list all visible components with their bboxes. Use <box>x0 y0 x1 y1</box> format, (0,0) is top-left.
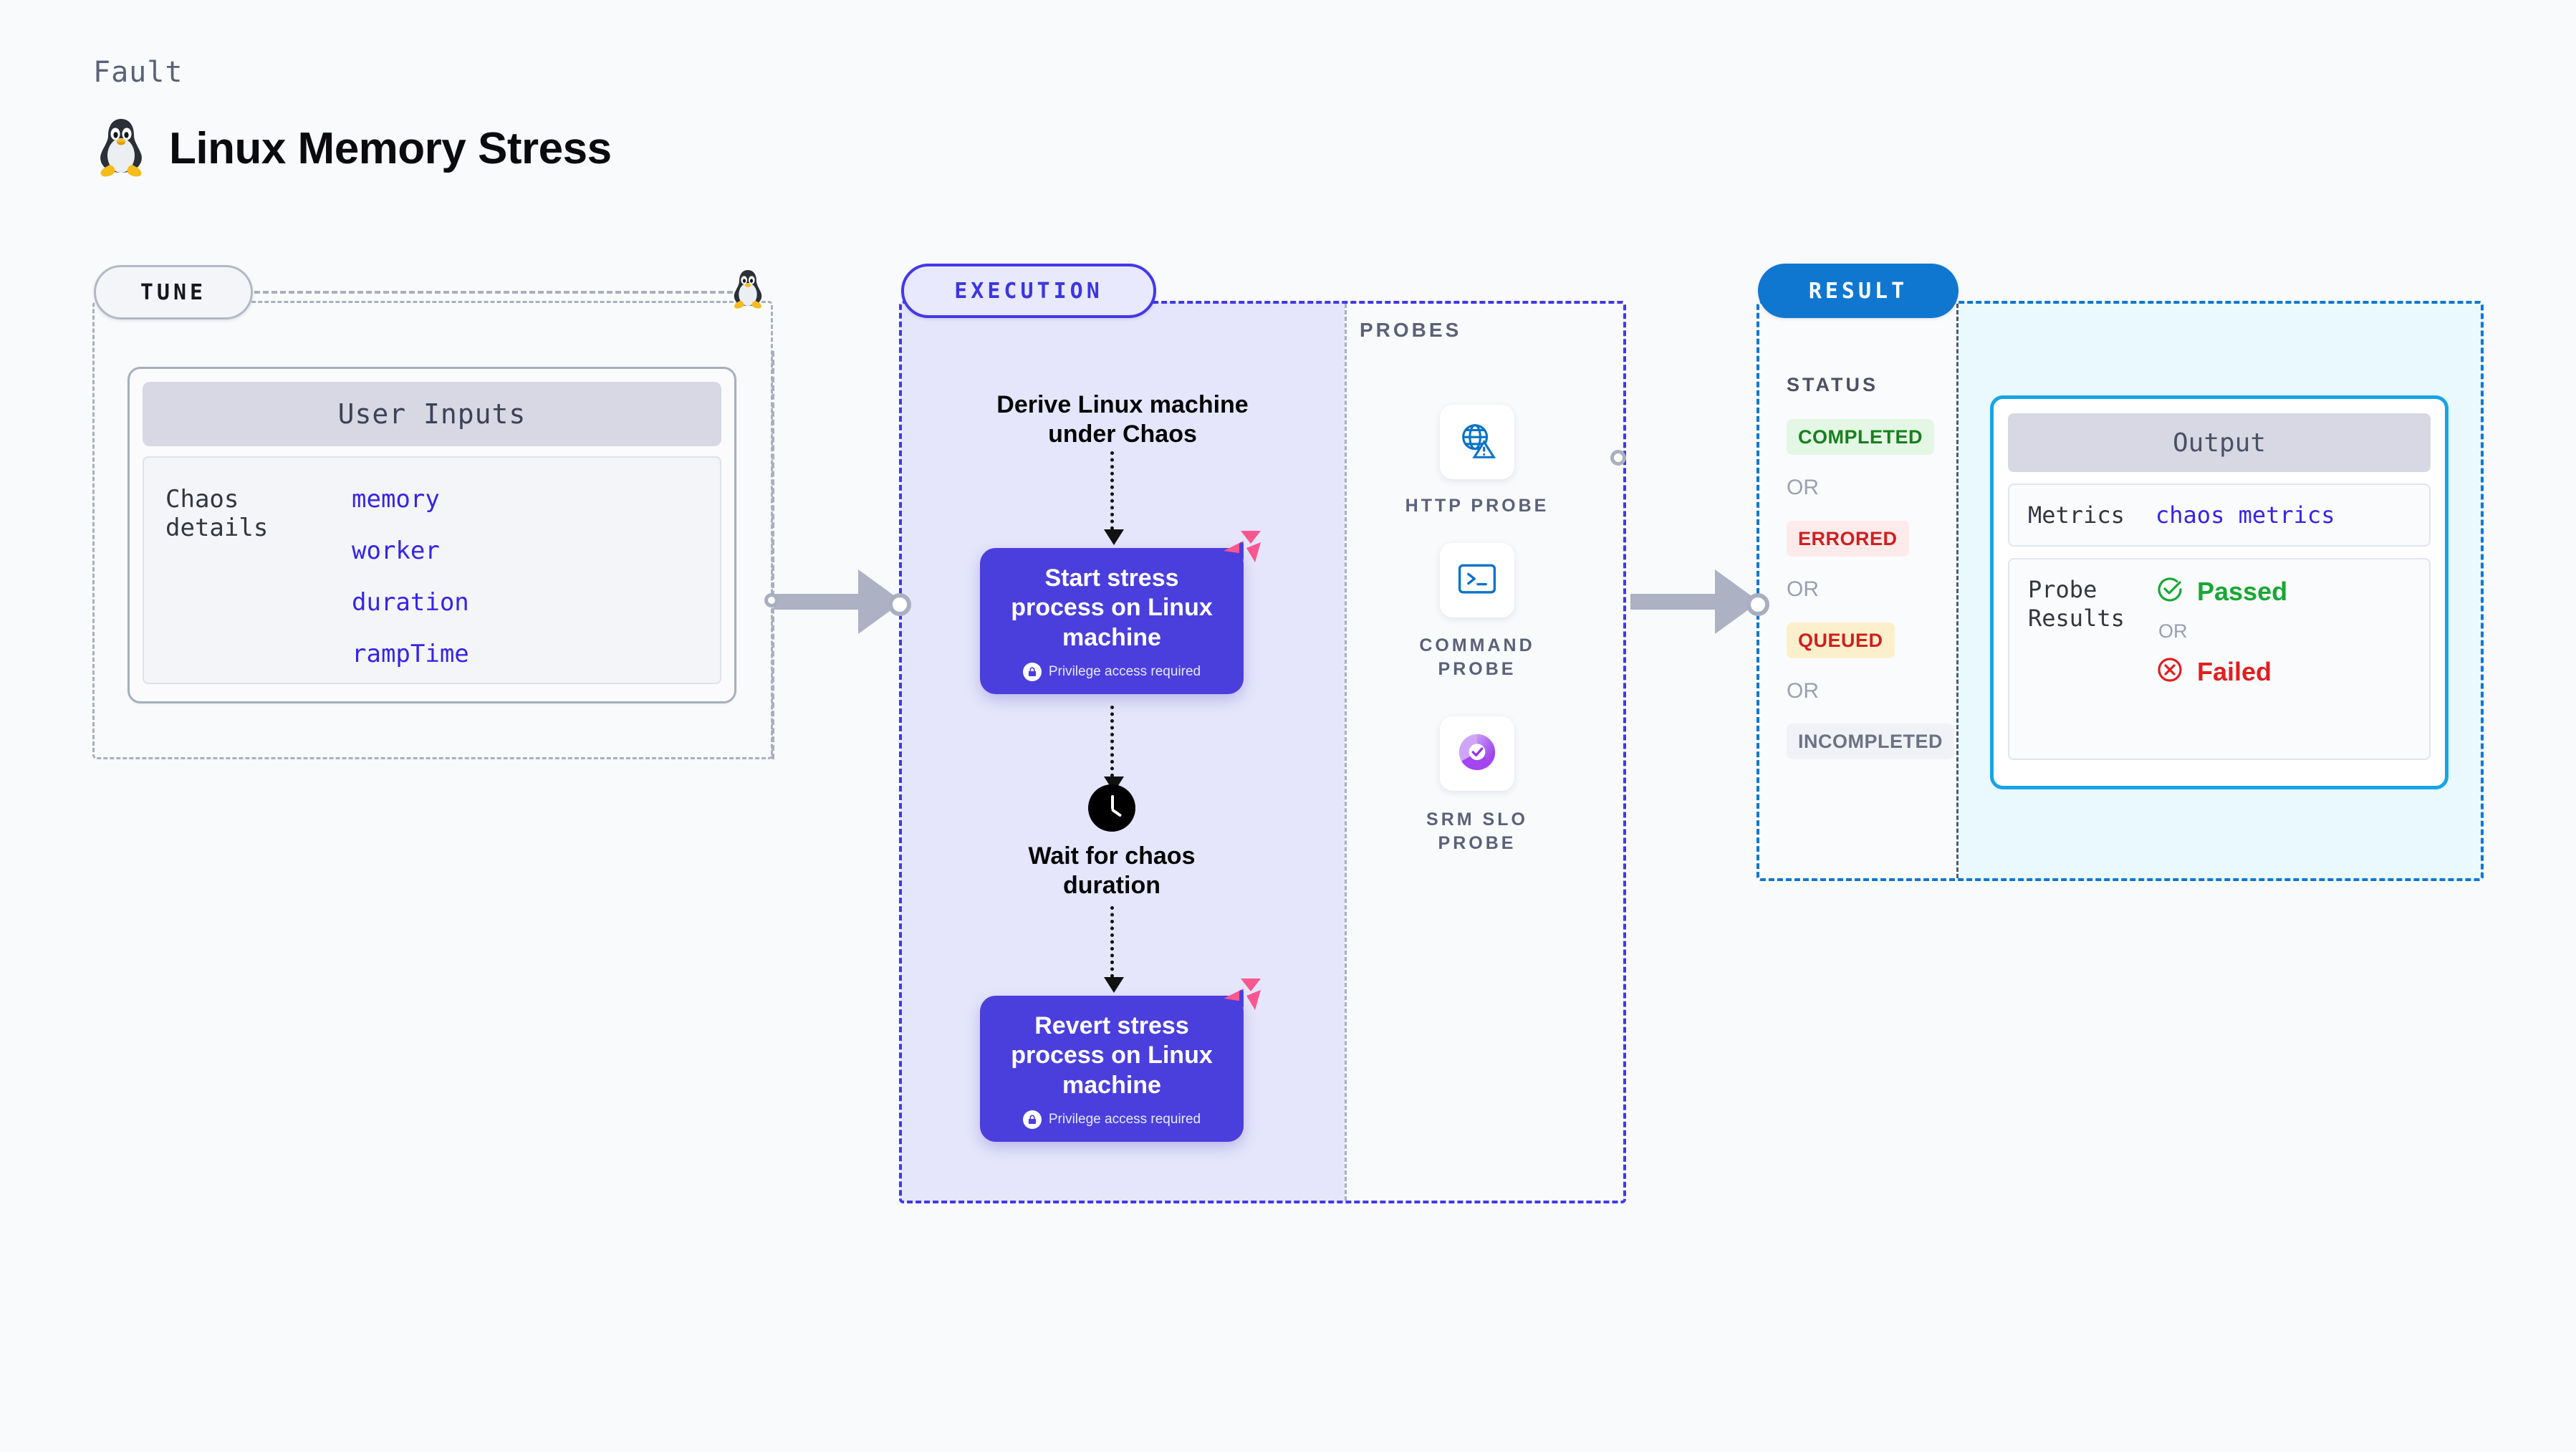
result-divider <box>1956 304 1959 878</box>
status-or-1: OR <box>1787 476 1819 499</box>
tune-pill[interactable]: TUNE <box>94 265 253 319</box>
port-tune-in <box>764 593 779 607</box>
metrics-key: Metrics <box>2028 501 2125 529</box>
execution-arrow-1 <box>1104 451 1124 545</box>
status-badge-errored: ERRORED <box>1787 521 1909 557</box>
result-status-panel-bg <box>1758 302 1956 880</box>
probe-results-values: Passed OR Failed <box>2156 575 2287 688</box>
port-probes-out <box>1610 450 1626 466</box>
probe-label-command: COMMAND PROBE <box>1419 635 1535 679</box>
fault-title-row: Linux Memory Stress <box>93 115 612 183</box>
execution-arrow-2 <box>1104 706 1124 792</box>
terminal-prompt-icon <box>1456 559 1499 602</box>
linux-tux-icon <box>93 115 149 183</box>
probe-card-http[interactable] <box>1440 405 1514 479</box>
user-inputs-card: User Inputs Chaos details memory worker … <box>128 367 736 703</box>
probe-card-command[interactable] <box>1440 543 1514 617</box>
status-badge-incompleted: INCOMPLETED <box>1787 723 1955 759</box>
harness-fault-icon <box>1219 527 1264 574</box>
lock-icon <box>1022 663 1042 682</box>
result-zone <box>1756 301 2484 881</box>
step-start-stress-badge: Privilege access required <box>994 663 1229 682</box>
clock-icon <box>1088 784 1135 832</box>
input-memory[interactable]: memory <box>352 485 440 514</box>
step-start-stress-badge-text: Privilege access required <box>1048 664 1201 680</box>
globe-warning-icon <box>1455 418 1499 466</box>
status-badge-queued: QUEUED <box>1787 622 1895 658</box>
linux-tux-icon-small <box>729 266 766 314</box>
probe-result-passed: Passed <box>2156 575 2287 607</box>
chaos-details-key: Chaos details <box>165 485 269 542</box>
lock-icon <box>1022 1110 1042 1130</box>
probe-result-passed-label: Passed <box>2197 576 2288 606</box>
chaos-details-values: memory worker duration rampTime <box>352 485 469 683</box>
input-ramptime[interactable]: rampTime <box>352 640 469 668</box>
status-badge-completed: COMPLETED <box>1787 419 1935 455</box>
port-tune-out <box>888 593 911 616</box>
port-result-in <box>1746 593 1769 616</box>
probes-section-label: PROBES <box>1360 319 1462 341</box>
status-or-2: OR <box>1787 577 1819 601</box>
execution-arrow-3 <box>1104 906 1124 993</box>
harness-fault-icon <box>1219 974 1264 1022</box>
probe-label-http: HTTP PROBE <box>1405 496 1549 516</box>
metrics-value[interactable]: chaos metrics <box>2156 501 2335 529</box>
probes-divider <box>1345 304 1347 1201</box>
user-inputs-header: User Inputs <box>143 382 721 446</box>
arrow-tune-to-execution <box>774 569 903 634</box>
output-row-metrics: Metrics chaos metrics <box>2008 484 2431 547</box>
tune-dashed-downline <box>772 351 774 759</box>
probe-card-srm-slo[interactable] <box>1440 716 1514 791</box>
fault-eyebrow-label: Fault <box>93 56 183 89</box>
check-circle-icon <box>2156 575 2184 607</box>
step-revert-stress-badge: Privilege access required <box>994 1110 1229 1130</box>
output-header: Output <box>2008 413 2431 472</box>
x-circle-icon <box>2156 655 2184 688</box>
slo-donut-check-icon <box>1455 730 1499 778</box>
status-section-label: STATUS <box>1787 374 1878 395</box>
page-title: Linux Memory Stress <box>169 124 612 173</box>
step-revert-stress-badge-text: Privilege access required <box>1048 1112 1201 1128</box>
execution-zone <box>899 301 1626 1203</box>
probe-label-srm-slo: SRM SLO PROBE <box>1426 809 1528 853</box>
probe-result-or: OR <box>2158 620 2188 642</box>
probe-result-failed: Failed <box>2156 655 2287 688</box>
tune-dashed-connector <box>254 291 741 294</box>
arrow-execution-to-result <box>1630 569 1759 634</box>
execution-pill[interactable]: EXECUTION <box>901 264 1156 318</box>
input-duration[interactable]: duration <box>352 588 469 617</box>
status-or-3: OR <box>1787 679 1819 703</box>
user-inputs-body: Chaos details memory worker duration ram… <box>143 456 721 684</box>
probe-result-failed-label: Failed <box>2197 656 2272 686</box>
result-pill[interactable]: RESULT <box>1758 264 1959 318</box>
input-worker[interactable]: worker <box>352 537 440 565</box>
